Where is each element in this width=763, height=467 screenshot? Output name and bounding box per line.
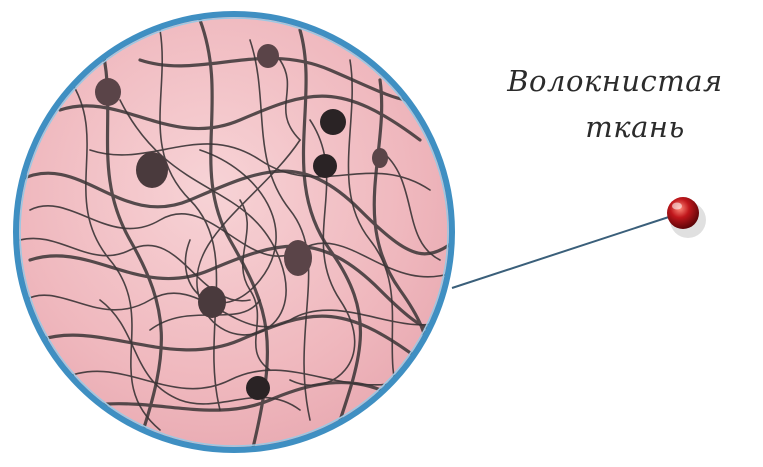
marker-dot xyxy=(667,197,699,229)
cell xyxy=(313,154,337,178)
cell xyxy=(246,376,270,400)
cell xyxy=(257,44,279,68)
tissue-label: Волокнистая ткань xyxy=(470,58,760,150)
cell xyxy=(320,109,346,135)
tissue-label-line1: Волокнистая xyxy=(470,58,760,104)
cell xyxy=(136,152,168,188)
pointer-line xyxy=(452,214,678,288)
cell xyxy=(198,286,226,318)
marker xyxy=(667,197,706,238)
cell xyxy=(284,240,312,276)
microscope-view xyxy=(16,14,470,460)
cell xyxy=(372,148,388,168)
cell xyxy=(95,78,121,106)
tissue-label-line2: ткань xyxy=(470,104,760,150)
